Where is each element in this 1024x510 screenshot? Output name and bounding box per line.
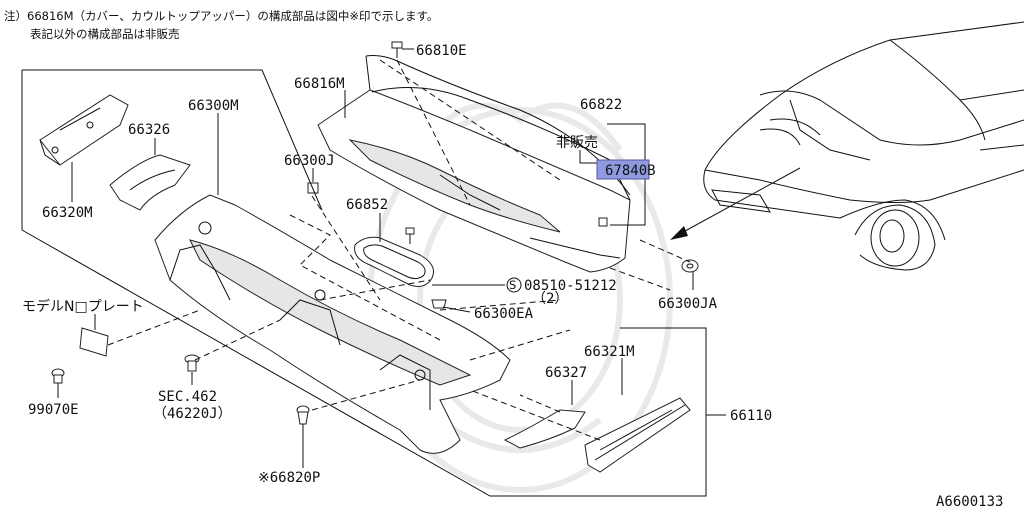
clip-66810e-icon[interactable]: [391, 41, 403, 58]
label-46220j[interactable]: （46220J）: [153, 406, 232, 422]
clip-67840b-icon[interactable]: [598, 217, 608, 227]
gasket-66852-part[interactable]: [354, 236, 434, 287]
model-plate-icon[interactable]: [79, 327, 109, 357]
label-66300ja[interactable]: 66300JA: [658, 296, 718, 312]
left-bracket-part[interactable]: [39, 94, 129, 166]
group-outline-top: [22, 69, 323, 211]
label-66110[interactable]: 66110: [730, 408, 772, 424]
cowl-top-cover-part[interactable]: [317, 55, 631, 273]
screw-08510-icon[interactable]: [405, 227, 415, 244]
label-66320m[interactable]: 66320M: [42, 205, 93, 221]
vehicle-outline: [703, 21, 1024, 271]
circled-s-icon: [506, 277, 522, 293]
label-66300m[interactable]: 66300M: [188, 98, 239, 114]
label-66327[interactable]: 66327: [545, 365, 587, 381]
seal-66326-part[interactable]: [109, 154, 191, 211]
grommet-66300ja-icon[interactable]: [681, 259, 699, 273]
label-08510-51212[interactable]: 08510-51212: [524, 278, 617, 294]
label-66852[interactable]: 66852: [346, 197, 388, 213]
note-line-2: 表記以外の構成部品は非販売: [30, 27, 180, 41]
arrow-head-icon: [670, 226, 688, 240]
diagram-id: A6600133: [936, 494, 1003, 510]
label-99070e[interactable]: 99070E: [28, 402, 79, 418]
seal-66327-part[interactable]: [503, 409, 586, 449]
clip-99070e-icon[interactable]: [51, 368, 65, 384]
part-67840b-highlight[interactable]: [596, 159, 650, 180]
label-66326[interactable]: 66326: [128, 122, 170, 138]
circled-s-letter: S: [509, 278, 516, 292]
cowl-panel-part[interactable]: [154, 194, 511, 454]
clip-66300ea-icon[interactable]: [431, 299, 447, 309]
label-model-plate[interactable]: モデルN□プレート: [22, 298, 144, 315]
label-66300j[interactable]: 66300J: [284, 153, 335, 169]
label-08510-qty: （2）: [532, 291, 568, 307]
note-line-1: 注）66816M（カバー、カウルトップアッパー）の構成部品は図中※印で示します。: [4, 9, 438, 23]
clip-66820p-icon[interactable]: [296, 405, 310, 425]
label-66300ea[interactable]: 66300EA: [474, 306, 534, 322]
assembly-dashed-lines: [107, 59, 691, 441]
label-66810e[interactable]: 66810E: [416, 43, 467, 59]
label-sec-462[interactable]: SEC.462: [158, 389, 217, 405]
label-66816m[interactable]: 66816M: [294, 76, 345, 92]
right-bracket-part[interactable]: [584, 397, 691, 473]
label-not-sold: 非販売: [556, 135, 598, 151]
group-outline-bottom: [21, 70, 707, 497]
clip-46220j-icon[interactable]: [184, 354, 200, 372]
pointer-arrow-line: [675, 167, 801, 237]
label-66820p[interactable]: ※66820P: [258, 470, 320, 486]
label-66321m[interactable]: 66321M: [584, 344, 635, 360]
label-67840b[interactable]: 67840B: [605, 163, 656, 179]
label-66822[interactable]: 66822: [580, 97, 622, 113]
